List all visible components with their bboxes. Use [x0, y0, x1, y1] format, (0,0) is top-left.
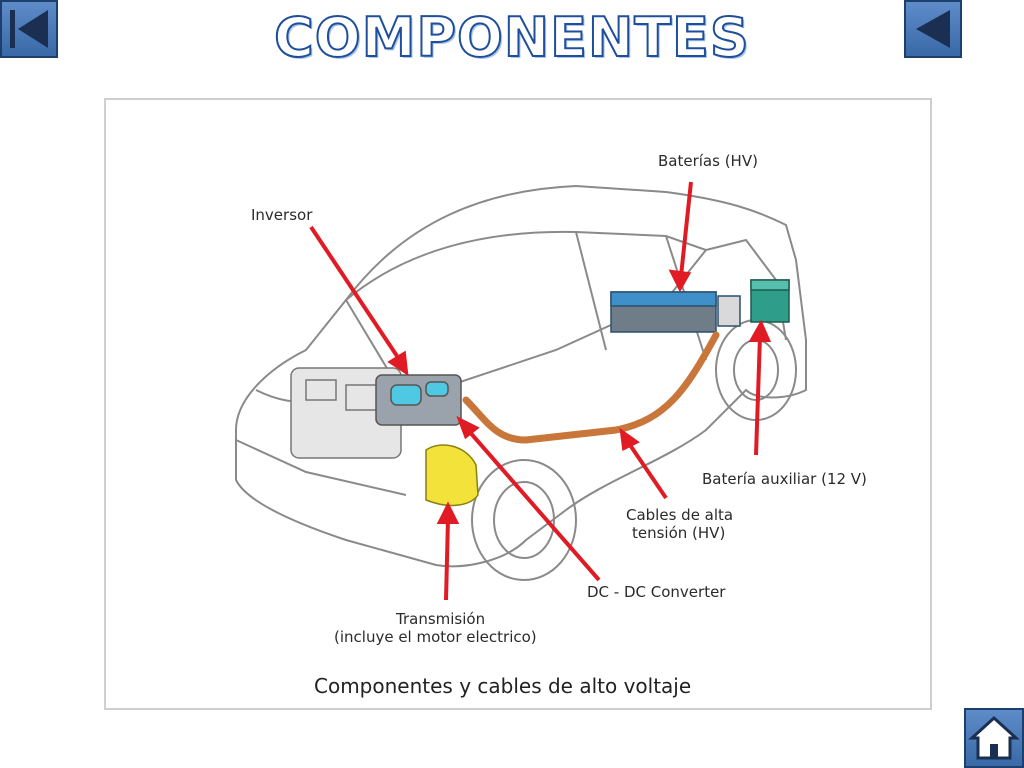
transmission [425, 444, 479, 507]
label-inversor: Inversor [251, 206, 313, 224]
hv-battery [610, 291, 741, 333]
home-icon [968, 715, 1020, 760]
label-transmision-line1: Transmisión [395, 610, 485, 628]
auxiliary-battery [750, 279, 790, 323]
car-outline [235, 184, 807, 581]
car-diagram: Inversor Baterías (HV) Batería auxiliar … [235, 152, 867, 698]
diagram-frame: Inversor Baterías (HV) Batería auxiliar … [104, 98, 932, 710]
label-cables-line2: tensión (HV) [632, 524, 725, 542]
diagram-caption: Componentes y cables de alto voltaje [314, 674, 691, 698]
label-cables-line1: Cables de alta [626, 506, 733, 524]
home-button[interactable] [964, 708, 1024, 768]
label-bateria-auxiliar: Batería auxiliar (12 V) [702, 470, 867, 488]
label-dcdc-converter: DC - DC Converter [587, 583, 726, 601]
label-transmision-line2: (incluye el motor electrico) [334, 628, 537, 646]
page-title: COMPONENTES [273, 5, 750, 70]
first-slide-icon [10, 10, 48, 48]
previous-slide-button[interactable] [904, 0, 962, 58]
inverter [375, 374, 462, 426]
hv-cable [462, 331, 720, 444]
previous-slide-icon [916, 10, 950, 48]
arrows [309, 181, 772, 601]
first-slide-button[interactable] [0, 0, 58, 58]
label-baterias-hv: Baterías (HV) [658, 152, 758, 170]
